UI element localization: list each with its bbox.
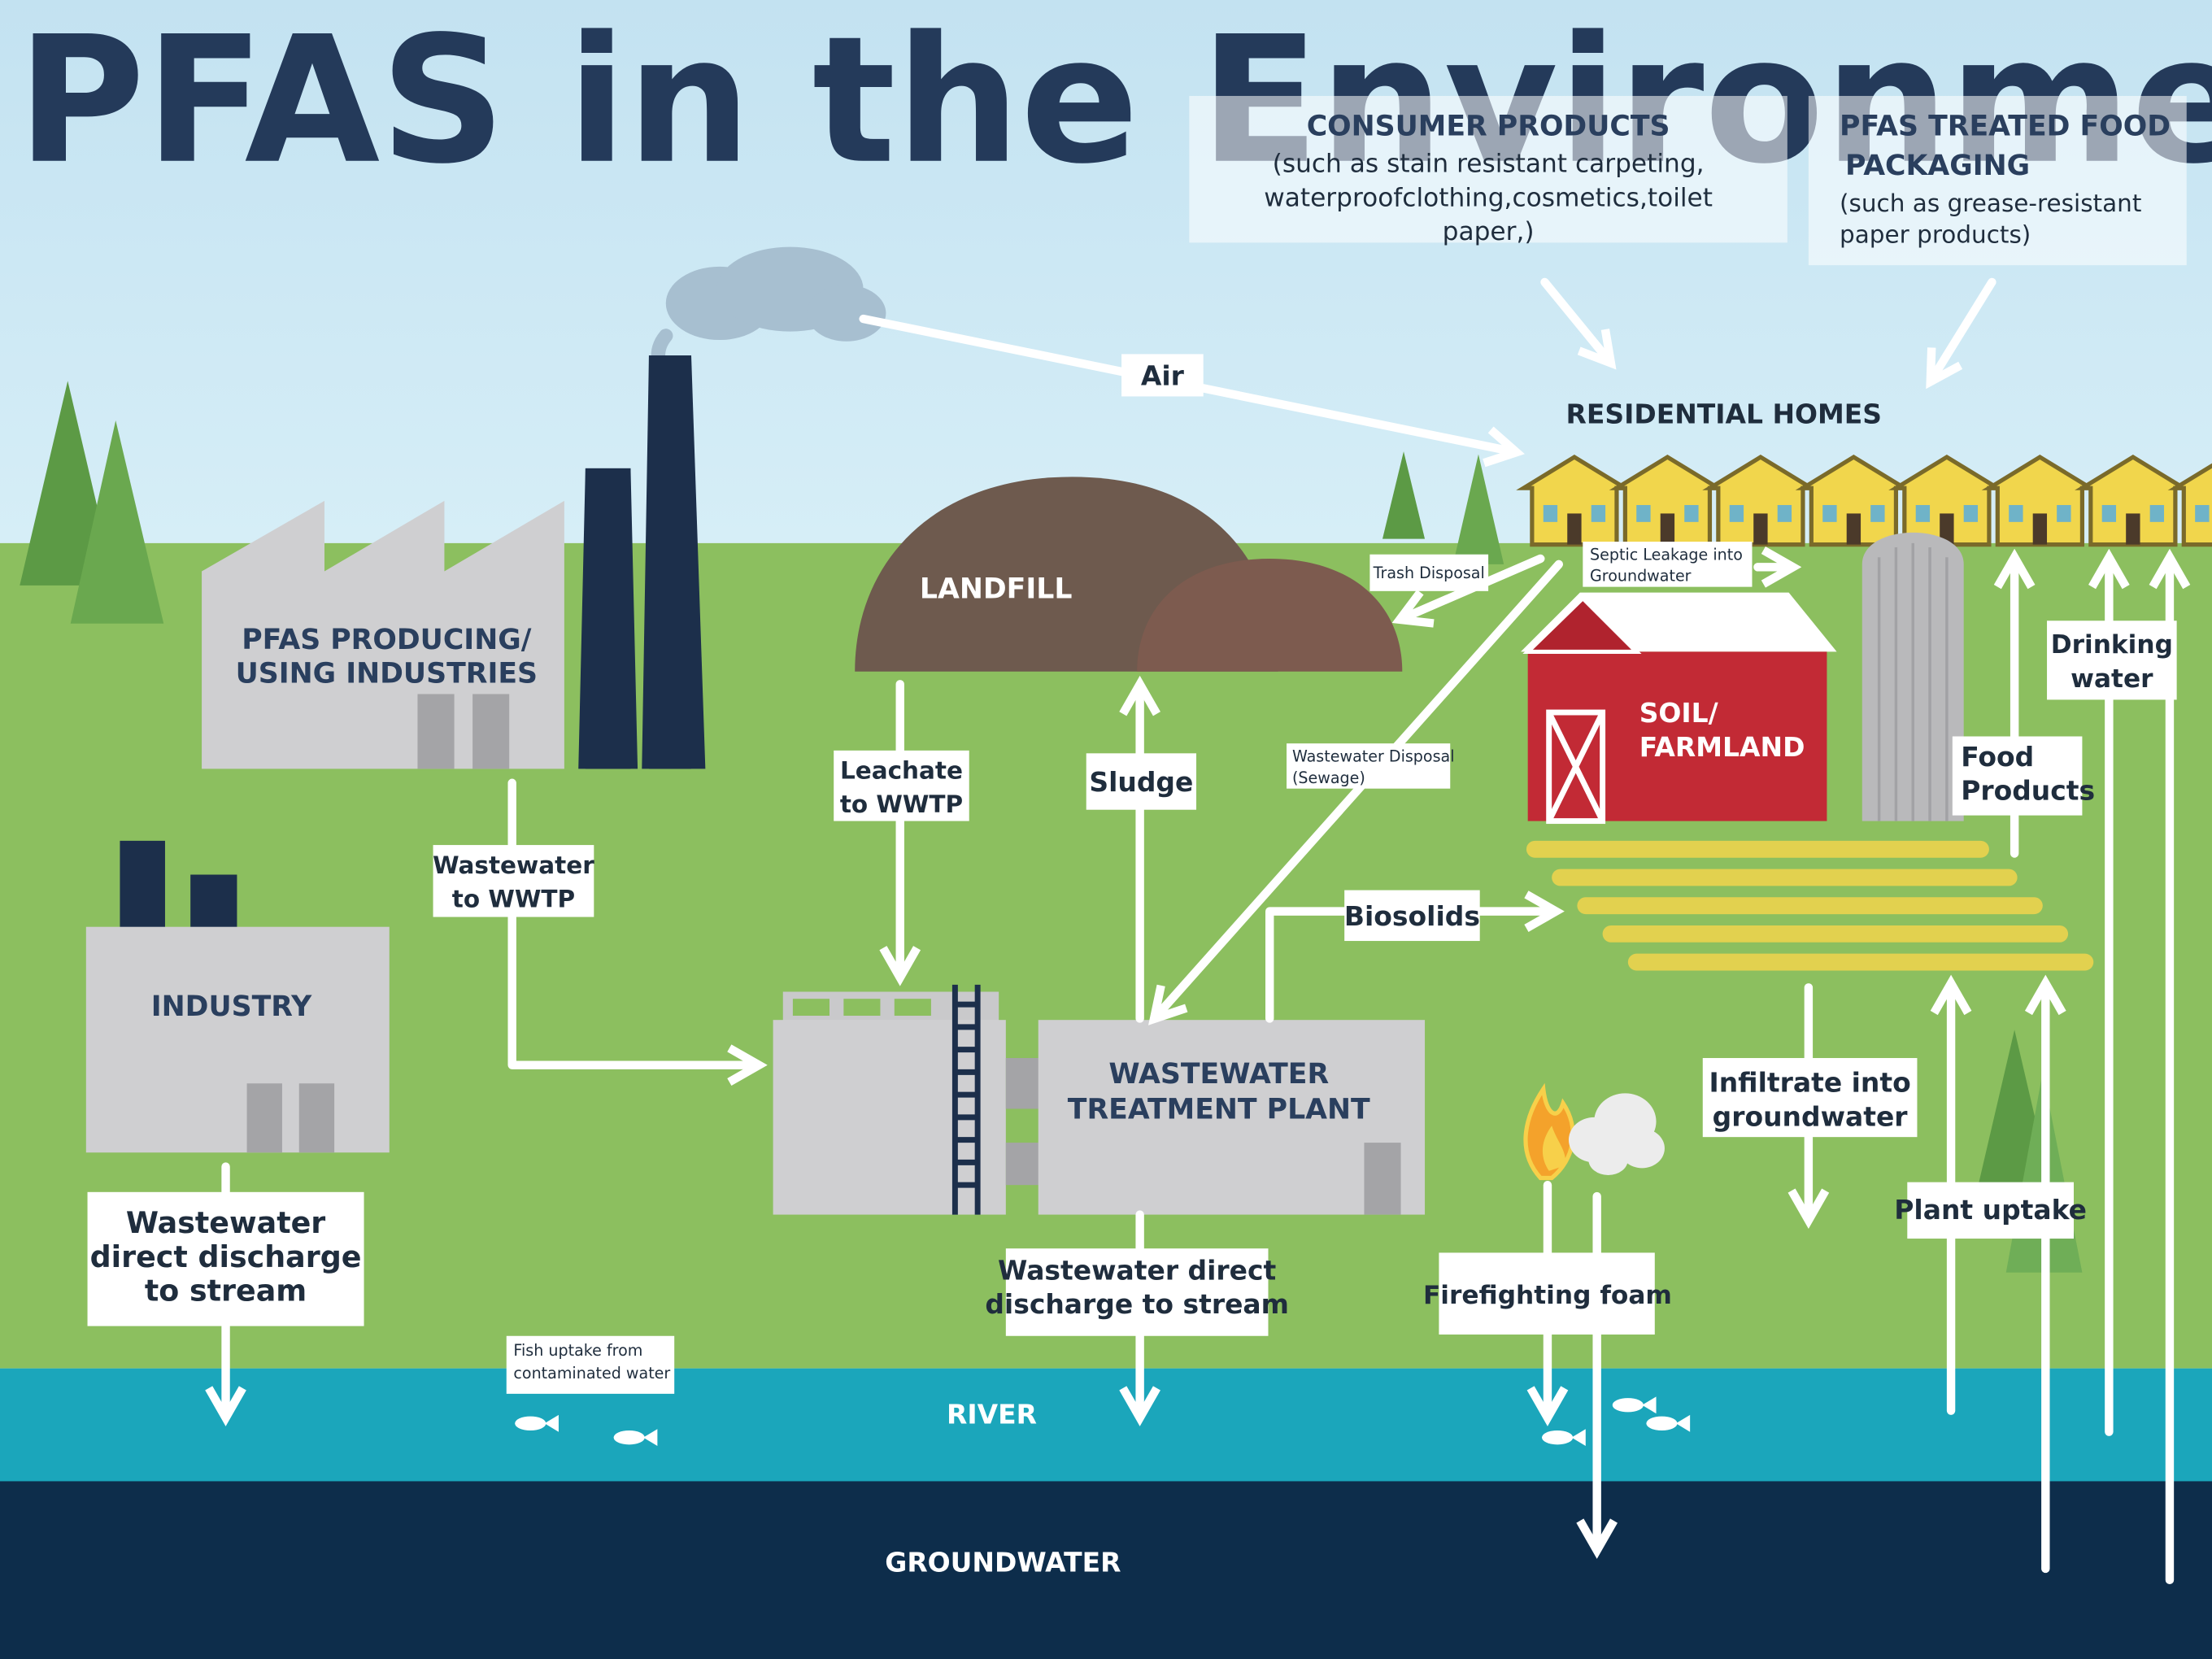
fish-icons [515, 1396, 1691, 1447]
smoke-cloud [651, 246, 886, 385]
wastewater-to-wwtp-label: Wastewater to WWTP [433, 845, 594, 917]
fish-icon [1542, 1429, 1586, 1447]
sky [0, 0, 2212, 543]
svg-text:Wastewater: Wastewater [126, 1205, 325, 1240]
svg-text:Sludge: Sludge [1089, 766, 1193, 798]
wastewater-disposal-label: Wastewater Disposal (Sewage) [1287, 743, 1455, 789]
svg-text:Air: Air [1141, 360, 1185, 392]
food-packaging-heading-2: PACKAGING [1845, 150, 2030, 182]
svg-text:(Sewage): (Sewage) [1292, 769, 1365, 787]
house [2075, 454, 2192, 547]
drinking-water-label: Drinking water [2047, 620, 2177, 700]
svg-text:direct discharge: direct discharge [90, 1239, 362, 1274]
biosolids-label: Biosolids [1344, 890, 1480, 942]
residential-homes-label: RESIDENTIAL HOMES [1566, 398, 1882, 429]
house [1888, 454, 2005, 547]
svg-text:Groundwater: Groundwater [1590, 568, 1692, 586]
svg-text:Food: Food [1961, 741, 2034, 773]
wwtp-label-1: WASTEWATER [1108, 1058, 1329, 1091]
leachate-label: Leachate to WWTP [834, 750, 969, 821]
arrow-wastewater-disposal [1148, 560, 1564, 1025]
river-band [0, 1368, 2212, 1484]
infiltrate-label: Infiltrate into groundwater [1702, 1058, 1918, 1138]
industry-discharge-label: Wastewater direct discharge to stream [87, 1191, 364, 1326]
house [2167, 463, 2212, 547]
landfill-mound [855, 477, 1403, 672]
soil-label-2: FARMLAND [1639, 731, 1805, 763]
wwtp-label-2: TREATMENT PLANT [1068, 1094, 1370, 1126]
svg-text:Wastewater direct: Wastewater direct [998, 1254, 1276, 1286]
house [1981, 454, 2099, 547]
svg-text:to WWTP: to WWTP [840, 790, 963, 818]
soil-label-1: SOIL/ [1639, 697, 1719, 729]
industry-building [85, 840, 390, 1153]
pfas-industries-label-2: USING INDUSTRIES [236, 658, 538, 690]
trees-middle [1382, 451, 1504, 564]
food-products-label: Food Products [1952, 736, 2095, 816]
consumer-products-line2: waterproofclothing,cosmetics,toilet [1264, 183, 1713, 212]
fish-icon [515, 1414, 559, 1432]
crop-rows [1526, 840, 2094, 971]
svg-text:Fish uptake from: Fish uptake from [513, 1342, 642, 1360]
svg-text:discharge to stream: discharge to stream [985, 1288, 1289, 1320]
svg-text:to WWTP: to WWTP [452, 885, 575, 912]
svg-text:Trash Disposal: Trash Disposal [1373, 564, 1485, 582]
house [1795, 454, 1913, 547]
residential-houses [1516, 454, 2212, 547]
air-label: Air [1121, 354, 1204, 397]
fire-icon [1523, 1082, 1575, 1181]
house [1609, 454, 1726, 547]
svg-text:Wastewater Disposal: Wastewater Disposal [1292, 748, 1455, 766]
barn [1521, 592, 1837, 825]
svg-text:Wastewater: Wastewater [433, 851, 594, 879]
house [1702, 454, 1819, 547]
house [1516, 454, 1633, 547]
sludge-label: Sludge [1086, 753, 1197, 810]
consumer-products-heading: CONSUMER PRODUCTS [1307, 111, 1670, 143]
food-packaging-callout: PFAS TREATED FOOD PACKAGING (such as gre… [1808, 95, 2187, 266]
fish-icon [613, 1429, 658, 1447]
svg-text:Plant uptake: Plant uptake [1894, 1194, 2087, 1226]
svg-text:Biosolids: Biosolids [1344, 900, 1480, 932]
septic-leakage-label: Septic Leakage into Groundwater [1583, 542, 1753, 587]
arrow-food-packaging [1926, 277, 1996, 390]
smoke-puff [1568, 1093, 1665, 1175]
trash-disposal-label: Trash Disposal [1369, 554, 1489, 591]
food-packaging-line1: (such as grease-resistant [1840, 189, 2141, 217]
consumer-products-callout: CONSUMER PRODUCTS (such as stain resista… [1189, 95, 1787, 246]
wwtp-building [773, 984, 1426, 1215]
pfas-industry-building [202, 355, 706, 769]
svg-text:water: water [2070, 664, 2153, 694]
svg-text:Leachate: Leachate [840, 757, 963, 785]
groundwater-label: GROUNDWATER [885, 1546, 1121, 1578]
food-packaging-line2: paper products) [1840, 220, 2031, 248]
groundwater-band [0, 1481, 2212, 1659]
svg-text:Septic Leakage into: Septic Leakage into [1590, 546, 1743, 564]
consumer-products-line1: (such as stain resistant carpeting, [1273, 150, 1705, 179]
river-label: RIVER [947, 1398, 1037, 1430]
svg-text:groundwater: groundwater [1713, 1100, 1909, 1132]
firefighting-foam-label: Firefighting foam [1423, 1252, 1672, 1335]
industry-label: INDUSTRY [151, 991, 312, 1023]
landfill-label: LANDFILL [920, 573, 1073, 606]
svg-text:Drinking: Drinking [2051, 630, 2173, 660]
pfas-industries-label-1: PFAS PRODUCING/ [242, 624, 531, 656]
wwtp-discharge-label: Wastewater direct discharge to stream [985, 1248, 1289, 1336]
food-packaging-heading-1: PFAS TREATED FOOD [1840, 111, 2171, 143]
trees-left [20, 381, 164, 624]
svg-text:Firefighting foam: Firefighting foam [1423, 1281, 1672, 1310]
svg-text:Products: Products [1961, 775, 2095, 807]
arrow-consumer-products [1540, 277, 1617, 370]
consumer-products-line3: paper,) [1443, 217, 1535, 246]
fish-icon [1612, 1396, 1657, 1414]
fish-uptake-label: Fish uptake from contaminated water [506, 1335, 675, 1394]
svg-text:to stream: to stream [145, 1273, 307, 1308]
silo [1861, 532, 1964, 821]
fish-icon [1646, 1414, 1691, 1432]
svg-text:contaminated water: contaminated water [513, 1365, 670, 1382]
svg-text:Infiltrate into: Infiltrate into [1709, 1067, 1910, 1099]
plant-uptake-label: Plant uptake [1894, 1182, 2087, 1239]
